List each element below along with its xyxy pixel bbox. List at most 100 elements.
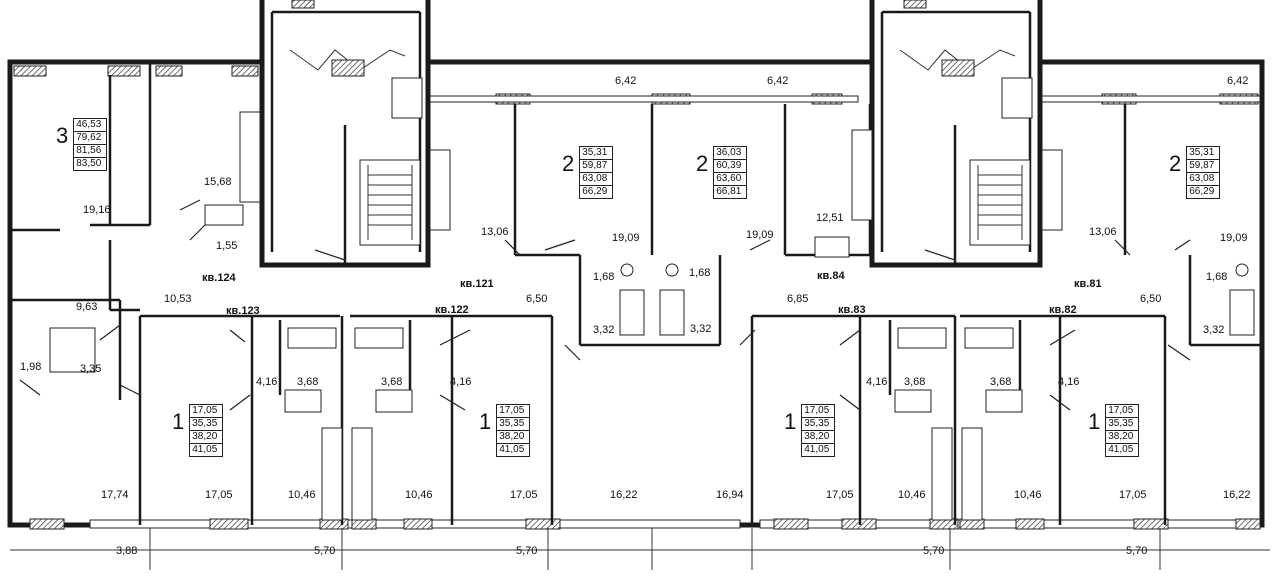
room-area: 16,94 <box>716 489 744 501</box>
apartment-card: 1 17,05 35,35 38,20 41,05 <box>172 404 224 457</box>
room-area: 10,53 <box>164 293 192 305</box>
room-area: 19,16 <box>83 204 111 216</box>
room-area: 5,70 <box>923 545 945 557</box>
room-area: 1,68 <box>689 267 711 279</box>
windows-bottom <box>10 518 1270 570</box>
room-area: 15,68 <box>204 176 232 188</box>
area-values: 46,53 79,62 81,56 83,50 <box>73 118 108 171</box>
area-value: 36,03 <box>714 147 747 160</box>
area-values: 17,05 35,35 38,20 41,05 <box>496 404 531 457</box>
room-count: 1 <box>479 409 492 434</box>
area-values: 17,05 35,35 38,20 41,05 <box>801 404 836 457</box>
area-value: 17,05 <box>1106 405 1139 418</box>
apartment-card: 3 46,53 79,62 81,56 83,50 <box>56 118 108 171</box>
room-area: 12,51 <box>816 212 844 224</box>
apartment-card: 2 35,31 59,87 63,08 66,29 <box>562 146 614 199</box>
area-value: 17,05 <box>497 405 530 418</box>
room-area: 3,32 <box>690 323 712 335</box>
room-area: 4,16 <box>1058 376 1080 388</box>
apartment-number: кв.123 <box>226 305 260 317</box>
area-value: 38,20 <box>497 431 530 444</box>
room-area: 1,68 <box>593 271 615 283</box>
room-area: 1,98 <box>20 361 42 373</box>
apartment-number: кв.122 <box>435 304 469 316</box>
room-area: 1,68 <box>1206 271 1228 283</box>
interior-walls <box>8 62 1264 525</box>
area-value: 35,31 <box>1187 147 1220 160</box>
room-area: 3,32 <box>593 324 615 336</box>
area-value: 83,50 <box>74 158 107 170</box>
room-area: 3,88 <box>116 545 138 557</box>
area-value: 38,20 <box>1106 431 1139 444</box>
area-value: 81,56 <box>74 145 107 158</box>
room-area: 3,68 <box>297 376 319 388</box>
room-area: 10,46 <box>405 489 433 501</box>
area-value: 63,08 <box>580 173 613 186</box>
area-value: 17,05 <box>802 405 835 418</box>
apartment-number: кв.82 <box>1049 304 1077 316</box>
room-area: 13,06 <box>1089 226 1117 238</box>
room-count: 2 <box>696 151 709 176</box>
room-area: 10,46 <box>288 489 316 501</box>
room-area: 3,35 <box>80 363 102 375</box>
area-value: 66,29 <box>1187 186 1220 198</box>
apartment-card: 2 35,31 59,87 63,08 66,29 <box>1169 146 1221 199</box>
room-area: 19,09 <box>1220 232 1248 244</box>
area-value: 66,29 <box>580 186 613 198</box>
room-area: 6,85 <box>787 293 809 305</box>
room-area: 3,68 <box>904 376 926 388</box>
room-area: 3,68 <box>381 376 403 388</box>
room-area: 16,22 <box>610 489 638 501</box>
area-value: 41,05 <box>1106 444 1139 456</box>
room-area: 17,05 <box>1119 489 1147 501</box>
stairs <box>289 49 1033 265</box>
apartment-card: 1 17,05 35,35 38,20 41,05 <box>1088 404 1140 457</box>
area-value: 63,60 <box>714 173 747 186</box>
area-value: 60,39 <box>714 160 747 173</box>
room-area: 10,46 <box>898 489 926 501</box>
area-value: 35,35 <box>1106 418 1139 431</box>
room-area: 16,22 <box>1223 489 1251 501</box>
apartment-number: кв.121 <box>460 278 494 290</box>
apartment-number: кв.124 <box>202 272 236 284</box>
room-count: 1 <box>1088 409 1101 434</box>
area-values: 35,31 59,87 63,08 66,29 <box>1186 146 1221 199</box>
room-area: 6,42 <box>1227 75 1249 87</box>
room-area: 3,68 <box>990 376 1012 388</box>
room-area: 1,55 <box>216 240 238 252</box>
area-value: 66,81 <box>714 186 747 198</box>
room-area: 3,32 <box>1203 324 1225 336</box>
room-area: 5,70 <box>516 545 538 557</box>
room-area: 10,46 <box>1014 489 1042 501</box>
fixtures <box>49 111 1255 521</box>
area-values: 35,31 59,87 63,08 66,29 <box>579 146 614 199</box>
room-area: 6,42 <box>615 75 637 87</box>
area-value: 38,20 <box>190 431 223 444</box>
room-area: 4,16 <box>866 376 888 388</box>
room-count: 1 <box>172 409 185 434</box>
area-value: 35,35 <box>802 418 835 431</box>
area-value: 79,62 <box>74 132 107 145</box>
room-area: 9,63 <box>76 301 98 313</box>
room-area: 13,06 <box>481 226 509 238</box>
area-values: 36,03 60,39 63,60 66,81 <box>713 146 748 199</box>
room-area: 17,05 <box>205 489 233 501</box>
room-area: 17,05 <box>826 489 854 501</box>
doors <box>19 199 1191 411</box>
area-value: 41,05 <box>497 444 530 456</box>
apartment-card: 1 17,05 35,35 38,20 41,05 <box>784 404 836 457</box>
area-value: 35,35 <box>190 418 223 431</box>
area-value: 35,31 <box>580 147 613 160</box>
room-area: 4,16 <box>450 376 472 388</box>
area-values: 17,05 35,35 38,20 41,05 <box>189 404 224 457</box>
apartment-number: кв.84 <box>817 270 845 282</box>
apartment-number: кв.83 <box>838 304 866 316</box>
area-value: 17,05 <box>190 405 223 418</box>
room-area: 5,70 <box>1126 545 1148 557</box>
room-area: 6,42 <box>767 75 789 87</box>
room-area: 19,09 <box>612 232 640 244</box>
area-value: 63,08 <box>1187 173 1220 186</box>
room-count: 3 <box>56 123 69 148</box>
room-area: 19,09 <box>746 229 774 241</box>
